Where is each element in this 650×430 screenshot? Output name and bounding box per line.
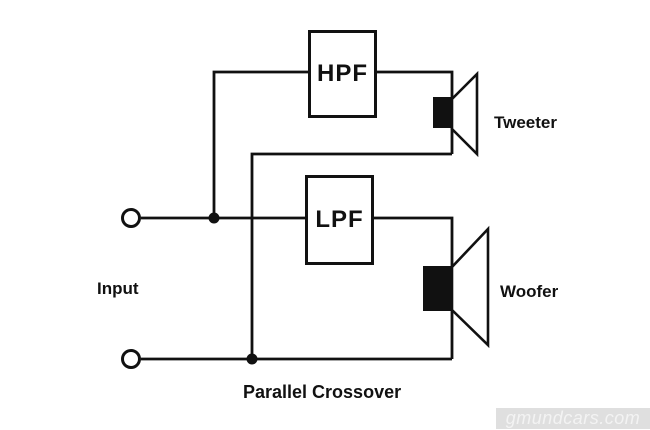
woofer-driver xyxy=(423,266,452,311)
junction-dot-top xyxy=(208,212,220,224)
hpf-label: HPF xyxy=(317,60,368,87)
wire-lpf-to-woofer xyxy=(374,216,454,359)
diagram-caption: Parallel Crossover xyxy=(243,382,402,402)
woofer-label: Woofer xyxy=(500,282,559,301)
input-label: Input xyxy=(97,279,139,298)
wire-hpf-branch xyxy=(212,70,308,218)
tweeter-label: Tweeter xyxy=(494,113,557,132)
woofer-speaker-icon xyxy=(423,225,490,349)
watermark-text: gmundcars.com xyxy=(505,408,641,428)
watermark-band: gmundcars.com xyxy=(496,408,650,429)
input-terminal-bottom xyxy=(121,349,141,369)
junction-dot-bottom xyxy=(246,353,258,365)
input-terminal-top xyxy=(121,208,141,228)
lpf-label: LPF xyxy=(315,206,364,233)
lpf-block: LPF xyxy=(305,175,374,265)
hpf-block: HPF xyxy=(308,30,377,118)
wire-tweeter-return xyxy=(250,152,452,359)
woofer-horn xyxy=(450,225,490,349)
wires xyxy=(141,70,454,361)
tweeter-speaker-icon xyxy=(433,70,479,158)
tweeter-horn xyxy=(450,70,479,158)
tweeter-driver xyxy=(433,97,452,128)
